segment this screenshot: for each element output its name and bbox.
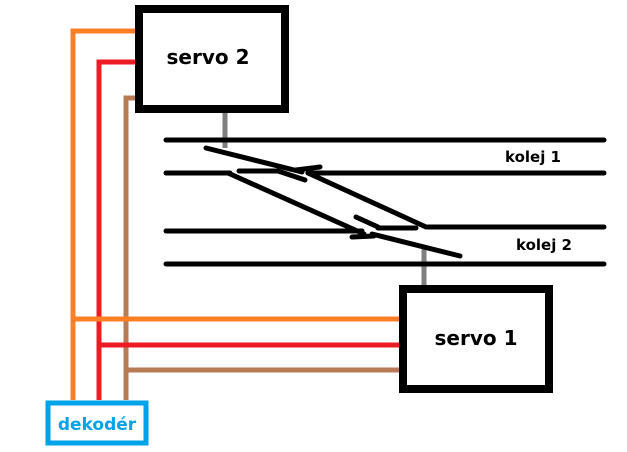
crossover <box>203 145 463 259</box>
crossover-rail-upper-2 <box>305 170 429 230</box>
wire-brown-servo2 <box>123 95 136 400</box>
crossover-rail-lower-2 <box>369 231 463 259</box>
track-label-kolej-2: kolej 2 <box>516 236 572 254</box>
decoder-box[interactable] <box>45 400 149 446</box>
crossover-rail-upper <box>203 145 305 175</box>
servo-2-box[interactable] <box>135 5 289 113</box>
servo-1-label: servo 1 <box>435 326 518 350</box>
switch-blade-2a <box>353 214 381 230</box>
decoder-label: dekodér <box>58 415 137 435</box>
switch-blade-1c <box>293 164 323 173</box>
wire-orange-servo2 <box>70 28 136 400</box>
switch-blade-1b <box>275 168 308 183</box>
wire-red-servo2 <box>96 59 136 400</box>
track-kolej-2 <box>163 224 607 267</box>
wires-servo2 <box>70 28 136 400</box>
track-kolej-1 <box>163 137 607 176</box>
crossover-rail-lower <box>225 170 367 237</box>
servo-1-box[interactable] <box>399 285 553 393</box>
switch-blade-2c <box>349 233 377 240</box>
wires-servo1 <box>73 316 402 373</box>
track-label-kolej-1: kolej 1 <box>505 148 561 166</box>
servo-2-label: servo 2 <box>167 45 250 69</box>
